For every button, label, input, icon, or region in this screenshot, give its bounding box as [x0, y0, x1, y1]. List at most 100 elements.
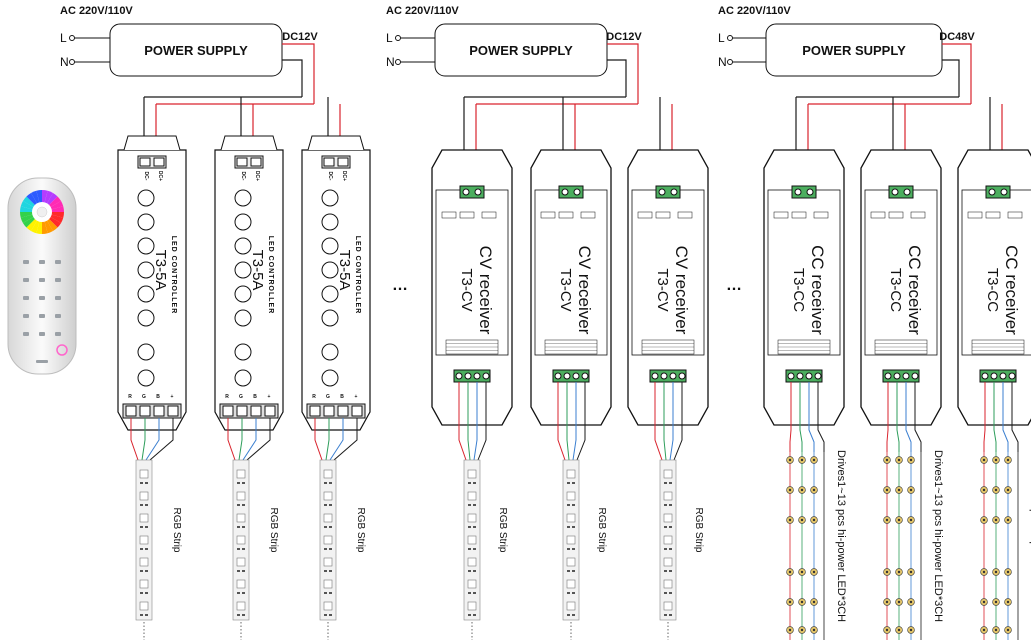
strip-resistor: [145, 614, 148, 616]
output-terminal-screw: [893, 372, 901, 380]
output-wire: [566, 382, 570, 461]
controller-button: [234, 285, 252, 303]
device-caption-label: CC receiver: [1002, 245, 1021, 335]
strip-led-chip: [467, 557, 477, 567]
receiver-body: [627, 149, 709, 426]
dc-output-label: DC48V: [939, 31, 975, 43]
controller-button: [321, 369, 339, 387]
marking-box: [791, 211, 807, 219]
output-terminal-screw: [323, 405, 335, 417]
output-pin-label: G: [326, 394, 330, 400]
strip-led-chip: [566, 601, 576, 611]
hi-power-led-core: [897, 518, 901, 522]
controller-button: [321, 213, 339, 231]
hi-power-led-core: [800, 488, 804, 492]
hi-power-led-core: [788, 488, 792, 492]
hi-power-led-core: [812, 570, 816, 574]
output-terminal-screw: [554, 372, 562, 380]
strip-resistor: [329, 570, 332, 572]
output-terminal-block: [649, 369, 687, 383]
hi-power-led-core: [994, 600, 998, 604]
output-terminal-block: [453, 369, 491, 383]
hi-power-led-core: [788, 518, 792, 522]
input-terminal-screw: [794, 188, 802, 196]
hi-power-led-core: [800, 518, 804, 522]
hi-power-led-core: [1006, 518, 1010, 522]
strip-led-chip: [139, 491, 149, 501]
input-terminal-screw: [139, 157, 151, 167]
remote-key: [23, 260, 29, 264]
strip-resistor: [324, 504, 327, 506]
strip-resistor: [329, 592, 332, 594]
strip-led-chip: [323, 535, 333, 545]
strip-led-chip: [566, 469, 576, 479]
receiver-body: [860, 149, 942, 426]
output-wire: [329, 418, 344, 461]
device-caption-label: LED CONTROLLER: [170, 236, 177, 315]
controller-button: [137, 369, 155, 387]
output-terminal-screw: [796, 372, 804, 380]
device-model-label: T3-CC: [984, 268, 1001, 312]
marking-box: [910, 211, 926, 219]
output-pin-label: B: [156, 394, 160, 400]
device-caption-label: CV receiver: [672, 246, 691, 335]
controller-button: [137, 189, 155, 207]
output-terminal-screw: [651, 372, 659, 380]
marking-box: [773, 211, 789, 219]
output-wire: [896, 382, 900, 452]
color-wheel-button: [36, 206, 48, 218]
output-wire: [886, 382, 889, 452]
hi-power-led-core: [788, 570, 792, 574]
output-terminal-screw: [125, 405, 137, 417]
controller-top-cap: [123, 135, 181, 151]
hi-power-led-core: [885, 518, 889, 522]
output-wire: [789, 382, 792, 452]
input-terminal-screw: [806, 188, 814, 196]
strip-resistor: [242, 592, 245, 594]
input-terminal-screw: [988, 188, 996, 196]
marking-box: [540, 211, 556, 219]
strip-led-chip: [467, 535, 477, 545]
device-caption-label: CV receiver: [575, 246, 594, 335]
hi-power-led-core: [909, 628, 913, 632]
controller-top-cap: [220, 135, 278, 151]
strip-led-chip: [467, 513, 477, 523]
hi-power-led-core: [909, 570, 913, 574]
device-model-label: T3-5A: [152, 250, 169, 291]
line-terminal-icon: [727, 35, 733, 41]
output-terminal-screw: [787, 372, 795, 380]
output-wire: [325, 418, 330, 461]
input-pin-label: DC-: [143, 172, 149, 181]
hi-power-led-core: [788, 458, 792, 462]
output-terminal-screw: [153, 405, 165, 417]
output-wire: [333, 418, 358, 461]
strip-resistor: [237, 548, 240, 550]
hi-power-led-core: [812, 488, 816, 492]
input-terminal-screw: [323, 157, 335, 167]
neutral-terminal-label: N: [718, 55, 727, 69]
output-wire: [993, 382, 997, 452]
output-wire: [817, 382, 825, 452]
strip-resistor: [664, 504, 667, 506]
strip-resistor: [572, 592, 575, 594]
hi-power-led-core: [982, 488, 986, 492]
output-wire: [572, 382, 577, 461]
strip-resistor: [572, 614, 575, 616]
output-terminal-screw: [1008, 372, 1016, 380]
remote-logo-mark: [36, 360, 48, 363]
output-terminal-screw: [581, 372, 589, 380]
controller-button: [321, 237, 339, 255]
controller-button: [137, 343, 155, 361]
input-terminal-screw: [474, 188, 482, 196]
hi-power-led-core: [897, 628, 901, 632]
output-wire: [557, 382, 566, 461]
hi-power-led-core: [800, 600, 804, 604]
output-wire: [1002, 382, 1009, 452]
strip-resistor: [237, 526, 240, 528]
output-wire: [149, 418, 174, 461]
